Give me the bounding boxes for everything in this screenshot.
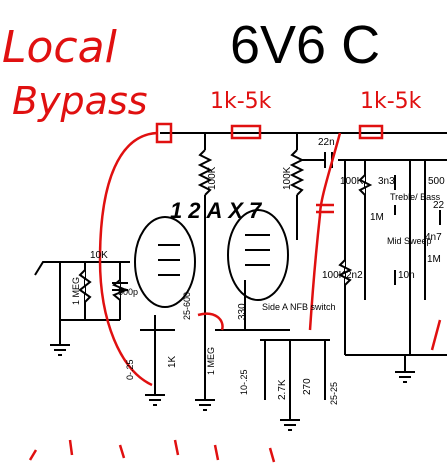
- label-1m-b: 1M: [427, 254, 441, 265]
- label-3n3: 3n3: [378, 176, 395, 187]
- annotation-resistor-2: 1k-5k: [360, 89, 422, 114]
- label-1meg-b: 1 MEG: [206, 347, 216, 375]
- component-labels: 22n 100K 3n3 500 22 Treble/ Bass 1M Mid …: [90, 137, 445, 312]
- label-mid-sweep: Mid Sweep: [387, 236, 432, 246]
- ground-symbols: [50, 344, 415, 431]
- label-nfb-switch: Side A NFB switch: [262, 302, 336, 312]
- label-22n: 22n: [318, 137, 335, 148]
- label-270: 270: [302, 378, 313, 395]
- diagram-title: 6V6 C: [230, 15, 380, 75]
- label-10n: 10n: [398, 270, 415, 281]
- tube-label: 12AX7: [170, 198, 267, 223]
- label-330: 330: [237, 303, 248, 320]
- label-2n2: 2n2: [346, 270, 363, 281]
- edge-mark-right: [430, 319, 442, 351]
- label-25-600: 25-600: [182, 292, 192, 320]
- bypass-loop-right: [308, 132, 342, 331]
- bypass-loop-left: [98, 131, 158, 387]
- label-100k-a: 100K: [207, 166, 218, 190]
- ground-icon: [395, 371, 415, 383]
- annotation-resistor-1: 1k-5k: [210, 89, 272, 114]
- label-500: 500: [428, 176, 445, 187]
- ground-icon: [50, 344, 70, 356]
- label-2-7k: 2.7K: [277, 379, 288, 400]
- label-treble-bass: Treble/ Bass: [390, 192, 441, 202]
- bypass-resistor-2: [358, 124, 384, 140]
- ground-icon: [145, 394, 165, 406]
- label-10k: 10K: [90, 250, 108, 261]
- label-0-25: 0-.25: [125, 359, 135, 380]
- label-100k-d: 100K: [322, 270, 346, 281]
- bypass-resistor-1: [230, 124, 262, 140]
- ground-icon: [195, 399, 215, 411]
- label-100k-b: 100K: [282, 166, 293, 190]
- label-25-25: 25-25: [329, 382, 339, 405]
- annotation-bypass: Bypass: [12, 79, 148, 123]
- label-1m-a: 1M: [370, 212, 384, 223]
- components: [78, 149, 441, 303]
- label-500p: 500p: [118, 287, 138, 297]
- label-1meg-a: 1 MEG: [71, 277, 81, 305]
- label-10-25: 10-.25: [239, 369, 249, 395]
- edge-mark-bottom: [28, 439, 276, 463]
- red-markup: [28, 122, 442, 463]
- label-100k-tone: 100K: [340, 176, 364, 187]
- cathode-bypass-mark: [197, 312, 224, 331]
- label-1k: 1K: [167, 355, 178, 368]
- tube-b-envelope: [227, 209, 289, 301]
- label-22: 22: [433, 200, 445, 211]
- annotation-local: Local: [2, 22, 118, 73]
- ground-icon: [280, 419, 300, 431]
- label-4n7: 4n7: [425, 232, 442, 243]
- tube-envelopes: [134, 209, 289, 308]
- tube-a-envelope: [134, 216, 196, 308]
